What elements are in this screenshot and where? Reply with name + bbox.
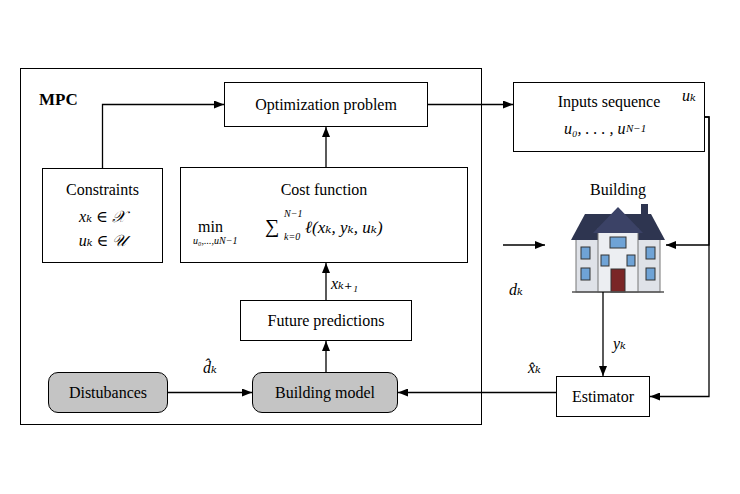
constraints-box: Constraints xₖ ∈ 𝒳 uₖ ∈ 𝒰	[42, 168, 163, 263]
node-text: ℓ(xₖ, yₖ, uₖ)	[305, 219, 383, 236]
signal-arrow	[325, 263, 326, 300]
signal-label: dₖ	[509, 282, 523, 298]
node-text: k=0	[284, 232, 300, 242]
node-text: uₖ ∈ 𝒰	[43, 233, 162, 249]
house-window	[581, 247, 590, 259]
signal-arrow	[650, 117, 709, 397]
signal-arrow	[428, 104, 513, 105]
signal-arrow	[103, 105, 225, 169]
house-window	[581, 268, 590, 280]
node-text: Future predictions	[241, 313, 411, 329]
node-text: Estimator	[557, 389, 649, 405]
estimator-box: Estimator	[556, 376, 650, 417]
signal-label: d̂ₖ	[203, 360, 217, 376]
node-text: Constraints	[43, 182, 162, 198]
disturbance-arrow	[503, 244, 545, 245]
prediction-box: Future predictions	[240, 300, 412, 341]
signal-arrow	[666, 117, 709, 245]
signal-arrow	[325, 341, 326, 372]
node-text: ∑	[265, 216, 279, 236]
signal-arrow	[602, 292, 603, 376]
house-window	[601, 255, 609, 266]
process-box: Optimization problem	[224, 82, 428, 127]
node-text: Building model	[253, 385, 397, 401]
house-ground	[572, 291, 664, 293]
model-block: Building model	[252, 372, 398, 413]
house-window	[646, 247, 655, 259]
node-text: u₀,...,uN−1	[193, 236, 237, 246]
house-chimney	[641, 204, 648, 218]
node-text: Optimization problem	[225, 97, 427, 113]
house-window	[627, 255, 635, 266]
block-title: MPC	[39, 91, 78, 108]
signal-arrow	[168, 392, 252, 393]
cost-box: Cost function minu₀,...,uN−1 ∑ N−1 k=0 ℓ(xₖ, …	[180, 167, 468, 263]
node-text: min	[198, 219, 223, 235]
signal-arrow	[398, 392, 556, 393]
inputs-box: Inputs sequence u₀, . . . , uN−1	[513, 82, 705, 152]
house-door	[611, 269, 625, 292]
node-text: N−1	[626, 123, 646, 134]
signal-arrow	[325, 127, 326, 167]
node-text: N−1	[284, 209, 302, 219]
house-front	[598, 229, 638, 292]
house-window	[610, 237, 626, 248]
node-text: Building	[570, 182, 666, 198]
node-text: xₖ ∈ 𝒳	[43, 209, 162, 225]
signal-label: x̂ₖ	[528, 360, 541, 376]
signal-label: yₖ	[613, 336, 626, 352]
signal-label: xₖ₊₁	[331, 276, 358, 292]
node-text: Distubances	[49, 385, 167, 401]
mpc-block: MPC Optimization problemConstraints xₖ ∈ 𝒳…	[20, 68, 482, 425]
house-gable	[593, 207, 643, 233]
node-text: Inputs sequence	[514, 94, 704, 110]
house-illustration	[571, 204, 665, 292]
node-text: u₀, . . . , u	[564, 121, 626, 137]
house-window	[646, 268, 655, 280]
node-text: Cost function	[181, 182, 467, 198]
building-node: Building	[570, 180, 666, 292]
disturbance-block: Distubances	[48, 372, 168, 413]
